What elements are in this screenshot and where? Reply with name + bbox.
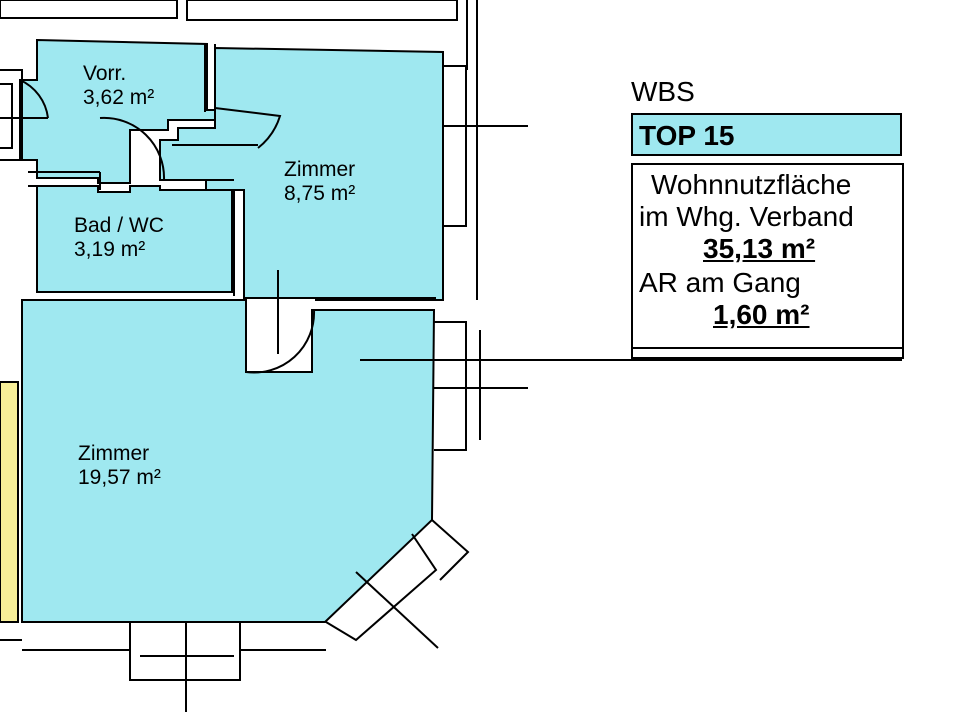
area-info-box: Wohnnutzfläche im Whg. Verband 35,13 m² … xyxy=(631,163,904,359)
living-area-label-1: Wohnnutzfläche xyxy=(651,169,852,200)
living-area-value: 35,13 m² xyxy=(703,233,816,264)
room-label-vorraum: Vorr.3,62 m² xyxy=(83,62,155,109)
storage-label: AR am Gang xyxy=(639,267,801,298)
unit-title: TOP 15 xyxy=(639,120,735,151)
room-zimmer-large-fill xyxy=(21,299,436,623)
living-area-label-2: im Whg. Verband xyxy=(639,201,854,232)
neighbor-unit xyxy=(0,381,19,623)
legend-heading: WBS xyxy=(631,76,695,107)
area-info-content: Wohnnutzfläche im Whg. Verband 35,13 m² … xyxy=(633,165,904,349)
unit-title-box: TOP 15 xyxy=(631,113,902,156)
walls xyxy=(0,44,902,712)
storage-value: 1,60 m² xyxy=(713,299,810,330)
wall-segment xyxy=(0,0,178,19)
wall-segment xyxy=(186,0,458,21)
room-bad-fill xyxy=(36,185,233,293)
